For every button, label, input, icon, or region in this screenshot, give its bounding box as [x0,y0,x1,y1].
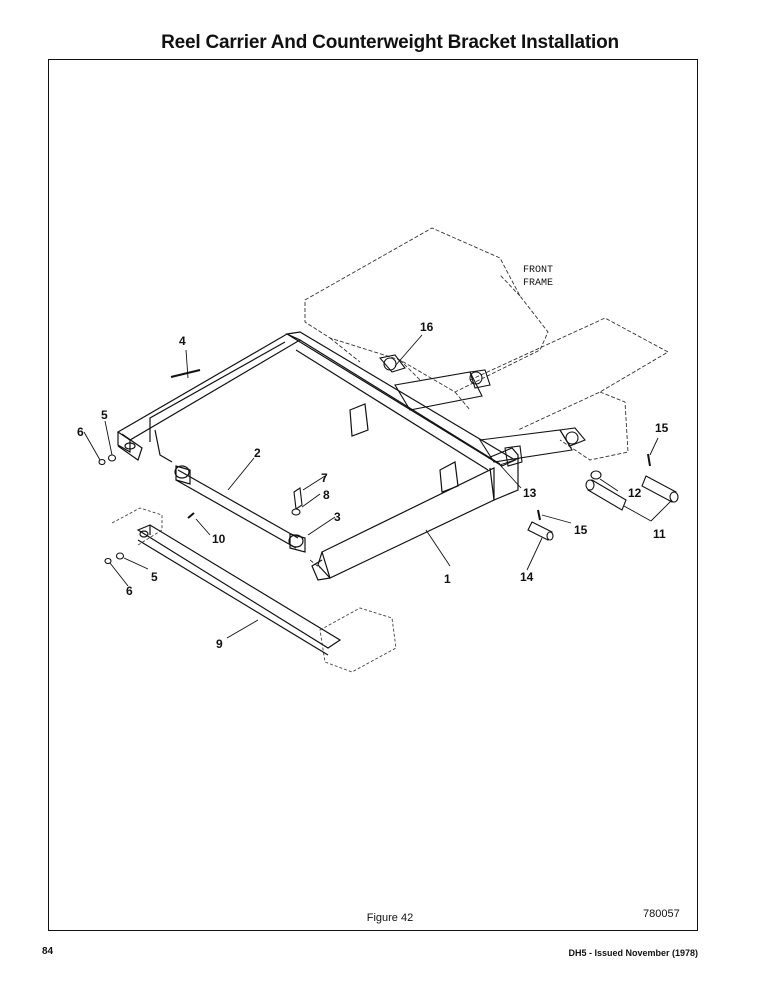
page-title: Reel Carrier And Counterweight Bracket I… [161,32,619,53]
callout-10: 10 [212,532,226,546]
callout-7: 7 [321,471,328,485]
callout-15-upper: 15 [655,421,669,435]
shaft [174,465,306,553]
callout-6-lower: 6 [126,584,133,598]
reel-carrier-frame [116,331,519,581]
figure-caption: Figure 42 [366,912,414,924]
callout-leaders [83,334,673,639]
front-frame-outline [304,227,669,569]
counterweight-bracket [136,524,342,656]
front-frame-label-line2: FRAME [523,278,553,289]
callout-6-upper: 6 [77,425,84,439]
callout-4: 4 [179,334,186,348]
callout-1: 1 [444,572,451,586]
page-number: 84 [42,946,54,957]
callout-13: 13 [523,486,537,500]
drawing-number: 780057 [643,908,680,920]
front-frame-label-line1: FRONT [523,265,553,276]
callout-5-upper: 5 [101,408,108,422]
counterweight-phantom [111,507,397,673]
callout-16: 16 [420,320,434,334]
callout-3: 3 [334,510,341,524]
callout-12: 12 [628,486,642,500]
callout-9: 9 [216,637,223,651]
hardware-parts [98,369,679,565]
callout-2: 2 [254,446,261,460]
callout-15-lower: 15 [574,523,588,537]
callout-5-lower: 5 [151,570,158,584]
mounting-brackets [378,354,586,467]
callout-11: 11 [653,527,666,541]
callout-14: 14 [520,570,534,584]
callout-8: 8 [323,488,330,502]
document-footer: DH5 - Issued November (1978) [568,948,698,958]
figure-frame [48,59,698,931]
